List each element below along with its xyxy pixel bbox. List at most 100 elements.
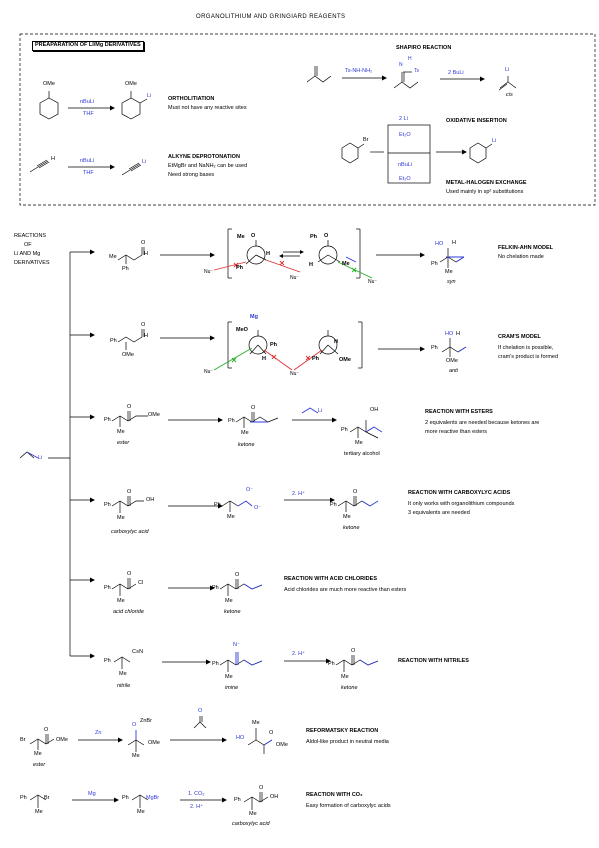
bromobenzene-br-label: Br [363,137,369,143]
cram-model-title: CRAM'S MODEL [498,334,541,340]
oxidative-solvent-top: Et₂O [399,132,411,138]
enolate-znbr: ZnBr [140,718,152,724]
co2-sm-ph: Ph [20,795,27,801]
cram-newman1-ph: Ph [270,342,278,348]
chloride-sm-cl: Cl [138,580,144,586]
ortho-product-li-label: Li [147,93,152,99]
felkin-sm-me: Me [109,254,117,260]
acid-sm-oh: OH [146,497,155,503]
nitrile-pr-o: O [351,648,356,654]
chloride-pr-o: O [235,572,240,578]
hydrazone-n-label: N [399,62,403,68]
imine-label: imine [225,685,239,691]
co2-reagent-mg: Mg [88,791,96,797]
co2-pr-o: O [259,785,264,791]
chloride-pr-label: ketone [224,609,241,615]
metal-halogen-exchange-title: METAL-HALOGEN EXCHANGE [446,180,527,186]
aldol-ho: HO [236,735,245,741]
reactions-header-1: REACTIONS [14,233,47,239]
metal-halogen-exchange-desc: Used mainly in sp² substitutions [446,189,524,195]
acetone-o: O [198,708,203,714]
cram-nu-1: Nu⁻ [204,369,214,375]
felkin-newman2-me: Me [342,261,350,267]
enolate-me: Me [132,753,140,759]
felkin-newman2-h: H [309,262,313,268]
acid-pr-label: ketone [343,525,360,531]
grignard-me: Me [137,809,145,815]
nitrile-sm-label: nitrile [117,683,131,689]
reformatsky-desc: Aldol-like product in neutral media [306,739,389,745]
oxidative-reagent-li: 2 Li [399,116,408,122]
oxidative-reagent-nbuli: nBuLi [398,162,413,168]
acid-sm-ph: Ph [104,502,111,508]
esters-title: REACTION WITH ESTERS [425,409,493,415]
phenyllithium-li-label: Li [492,138,497,144]
nitrile-pr-me: Me [341,674,349,680]
felkin-nu-2: Nu⁻ [290,275,300,281]
grignard-mgbr: MgBr [146,795,160,801]
reformatsky-reagent: Zn [95,730,102,736]
felkin-newman1-me: Me [237,234,245,240]
reactions-header-2: OF [24,242,32,248]
co2-reagent-2: 2. H⁺ [190,804,203,810]
felkin-product-label: syn [447,279,456,285]
benzene-ring-bromobenzene [341,142,359,164]
chloride-sm-ph: Ph [104,585,111,591]
imine-ph: Ph [212,661,219,667]
imine-n: N⁻ [233,642,240,648]
acid-sm-label: carboxylyc acid [111,529,149,535]
shapiro-reagent1: Ts-NH-NH₂ [345,68,373,74]
alkyne-deprotonation-title: ALKYNE DEPROTONATION [168,154,240,160]
acid-sm-o: O [127,489,132,495]
oxidative-box [387,124,431,184]
shapiro-product-cis: cis [506,92,513,98]
shapiro-title: SHAPIRO REACTION [396,45,452,51]
felkin-sm-h: H [144,251,148,257]
co2-desc: Easy formation of carboxylyc acids [306,803,391,809]
shapiro-reagent2: 2 BuLi [448,70,464,76]
cram-product-ho: HO [445,331,454,337]
reactions-header-4: DERIVATIVES [14,260,50,266]
nitrile-sm-me: Me [119,671,127,677]
nitrile-reagent: 2. H⁺ [292,651,305,657]
cram-newman2-ph: Ph [312,356,320,362]
alcohol-oh: OH [370,407,379,413]
felkin-ahn-title: FELKIN-AHN MODEL [498,245,553,251]
alkyne-h-label: H [51,156,55,162]
page-title: ORGANOLITHIUM AND GRINGIARD REAGENTS [196,14,346,20]
cram-nu-2: Nu⁻ [290,371,300,377]
shapiro-product-li: Li [505,67,510,73]
acid-reagent: 2. H⁺ [292,491,305,497]
felkin-sm-ph: Ph [122,266,129,272]
nitrile-sm-cn: C≡N [132,649,144,655]
ester-sm-ome: OMe [148,412,160,418]
alcohol-me: Me [355,440,363,446]
co2-sm-br: Br [44,795,50,801]
dianion-me: Me [227,514,235,520]
co2-pr-ph: Ph [234,797,241,803]
co2-pr-oh: OH [270,794,279,800]
anisole-ome-label: OMe [43,81,55,87]
cram-newman2-h: H [334,339,338,345]
acids-desc1: It only works with organolithium compoun… [408,501,515,507]
ortholitiation-desc: Must not have any reactive sites [168,105,247,111]
cram-model-desc1: If chelation is possible, [498,345,554,351]
chloride-pr-ph: Ph [212,585,219,591]
cram-sm-o: O [141,322,146,328]
ortholitiation-title: ORTHOLITIATION [168,96,215,102]
co2-reagent-1: 1. CO₂ [188,791,205,797]
nitrile-pr-label: ketone [341,685,358,691]
ester-sm-ph: Ph [104,417,111,423]
hydrazone-ts-label: Ts [414,68,419,74]
alcohol-label: tertiary alcohol [344,451,380,457]
felkin-product-h: H [452,240,456,246]
felkin-nu-1: Nu⁻ [204,269,214,275]
ester-reagent-li: Li [318,408,323,414]
ester-sm-o: O [127,404,132,410]
benzene-ring-ortho-product [121,97,141,120]
oxidative-solvent-bottom: Et₂O [399,176,411,182]
acid-pr-o: O [353,489,358,495]
felkin-product-me: Me [445,269,453,275]
nitrile-sm-ph: Ph [104,658,111,664]
